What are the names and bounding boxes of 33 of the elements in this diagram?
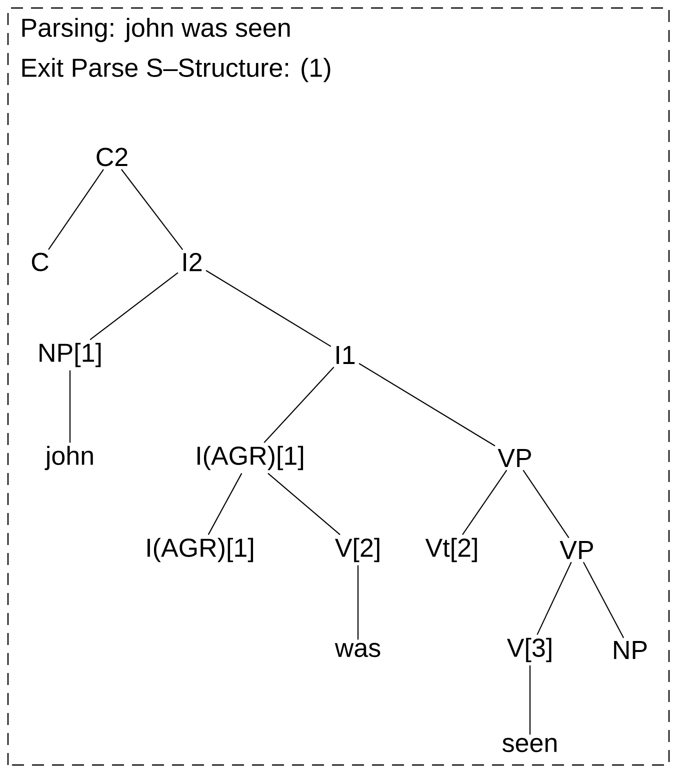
- tree-branch: [582, 562, 624, 638]
- tree-branch: [462, 470, 508, 535]
- tree-label: was: [334, 642, 380, 658]
- tree-branch: [529, 665, 531, 735]
- tree-branch: [121, 169, 184, 250]
- tree-branch: [48, 169, 104, 250]
- tree-label: I(AGR)[1]: [148, 538, 254, 562]
- tree-label: VP: [498, 449, 531, 467]
- tree-label: V[2]: [335, 538, 380, 562]
- tree-branch: [90, 272, 178, 340]
- tree-branch: [268, 472, 340, 536]
- tree-label: NP: [614, 641, 647, 659]
- header-text: Parsing: john was seen: [22, 18, 290, 42]
- tree-label: I1: [336, 346, 355, 364]
- tree-label: C2: [96, 148, 128, 166]
- tree-branch: [536, 562, 572, 635]
- tree-label: seen: [502, 738, 556, 752]
- tree-label: Vt[2]: [425, 538, 477, 562]
- tree-label: john: [44, 446, 93, 470]
- tree-label: V[3]: [507, 638, 552, 662]
- tree-label: I(AGR)[1]: [198, 446, 304, 470]
- tree-branch: [69, 370, 71, 443]
- tree-branch: [358, 363, 496, 446]
- tree-branch: [264, 366, 334, 444]
- tree-branch: [208, 473, 242, 535]
- tree-label: VP: [560, 541, 593, 559]
- tree-branch: [522, 470, 570, 538]
- header-text: Exit Parse S–Structure: (1): [22, 58, 330, 82]
- tree-label: C: [32, 252, 48, 272]
- tree-branch: [206, 270, 332, 347]
- tree-label: NP[1]: [40, 342, 101, 368]
- tree-label: I2: [184, 252, 202, 272]
- tree-branch: [357, 565, 359, 640]
